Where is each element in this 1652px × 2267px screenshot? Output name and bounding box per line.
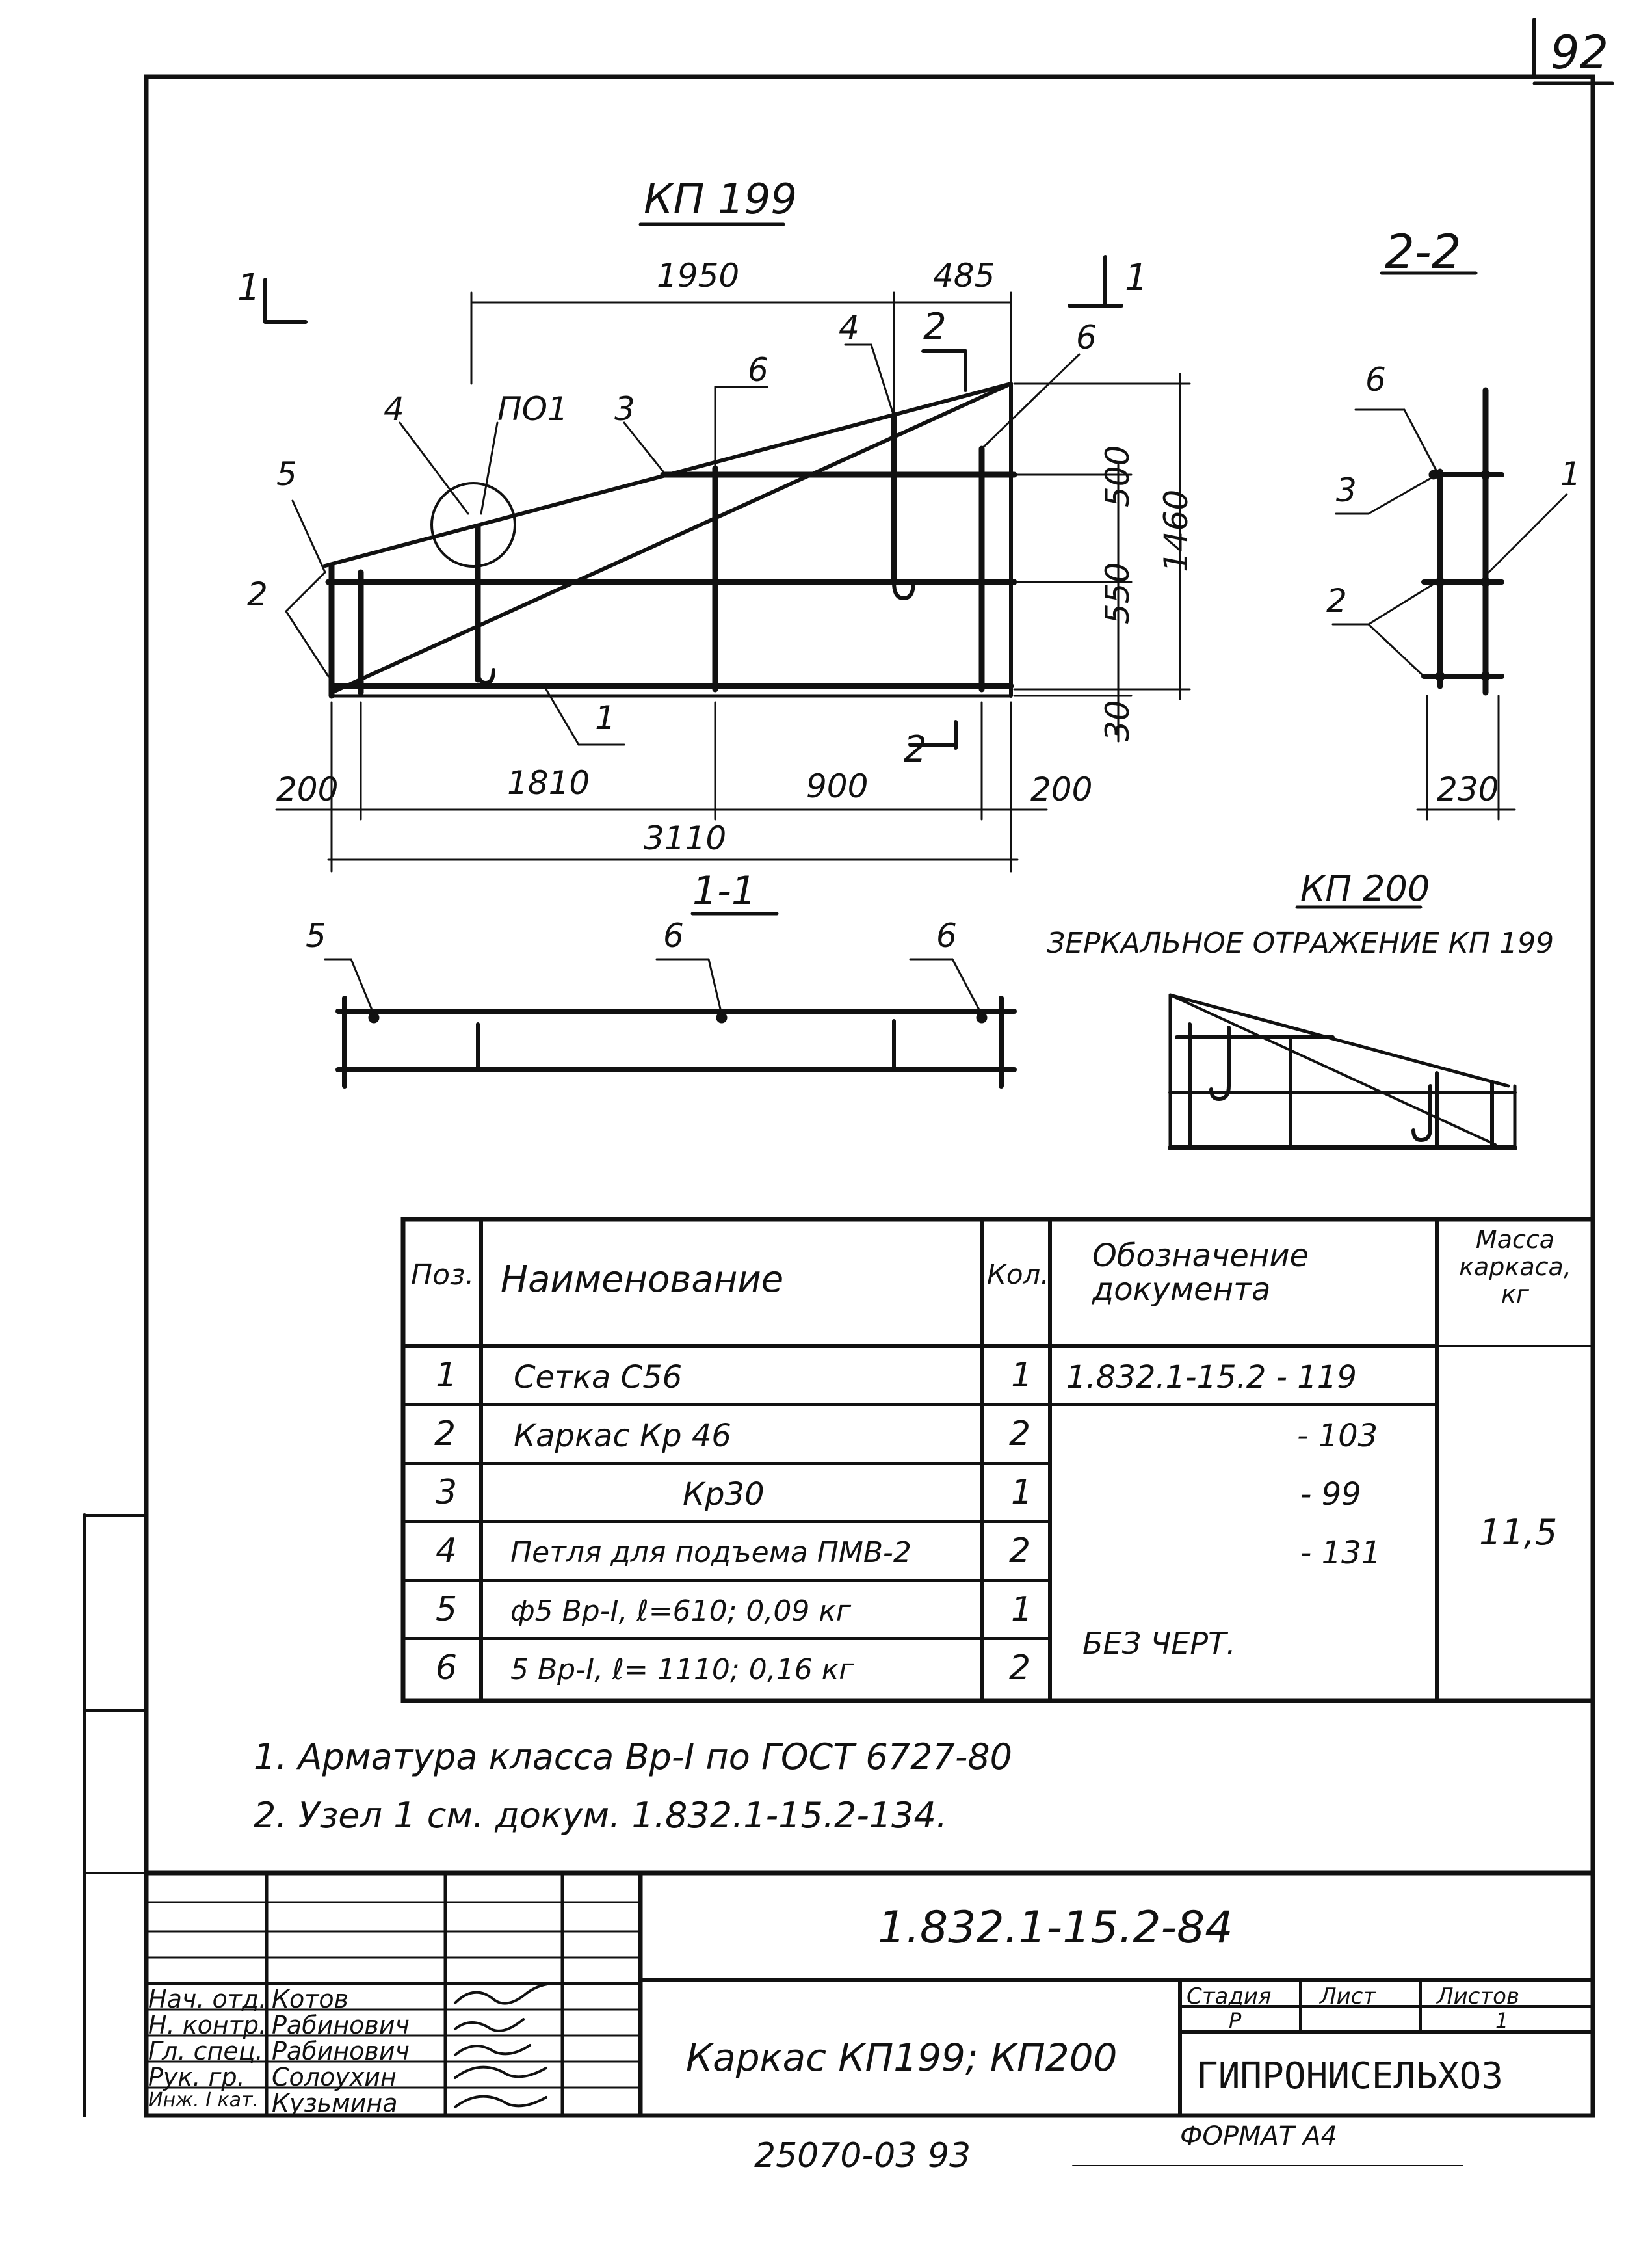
organization: ГИПРОНИСЕЛЬХОЗ	[1196, 2055, 1504, 2097]
dim-1810: 1810	[507, 764, 590, 802]
name-2: Рабинович	[272, 2011, 410, 2039]
name-1: Котов	[272, 1985, 349, 2013]
pos-mark-1-sec22: 1	[1560, 455, 1581, 493]
row2-doc: - 103	[1297, 1418, 1378, 1454]
th-doc: Обозначение документа	[1092, 1238, 1309, 1308]
row3-doc: - 99	[1300, 1476, 1361, 1513]
pos-mark-4-main: 4	[384, 390, 404, 428]
page-number: 92	[1551, 26, 1609, 79]
sheets-value: 1	[1495, 2008, 1509, 2033]
section-2-2-title: 2-2	[1385, 224, 1462, 279]
dim-200-right: 200	[1030, 771, 1093, 808]
th-name: Наименование	[501, 1258, 784, 1301]
name-4: Солоухин	[272, 2063, 397, 2091]
row2-qty: 2	[1009, 1414, 1031, 1453]
row3-name: Кр30	[683, 1476, 765, 1513]
role-4: Рук. гр.	[148, 2063, 245, 2091]
dim-485: 485	[933, 257, 995, 295]
th-mass: Масса каркаса, кг	[1459, 1225, 1571, 1308]
row4-name: Петля для подъема ПМВ-2	[510, 1536, 911, 1569]
dim-500: 500	[1099, 445, 1136, 507]
row2-pos: 2	[434, 1414, 456, 1453]
stage-label: Стадия	[1187, 1983, 1272, 2009]
sheet-frame	[144, 74, 1595, 2118]
row1-pos: 1	[436, 1356, 458, 1395]
node-label: ПО1	[497, 390, 568, 428]
pos-mark-3-sec22: 3	[1336, 471, 1357, 509]
row5-pos: 5	[436, 1590, 458, 1629]
stage-value: Р	[1229, 2008, 1242, 2033]
role-3: Гл. спец.	[148, 2037, 263, 2065]
row4-pos: 4	[436, 1531, 458, 1571]
dim-200-left: 200	[276, 771, 339, 808]
doc-code: 1.832.1-15.2-84	[878, 1902, 1233, 1954]
row5-name: ф5 Вр-I, ℓ=610; 0,09 кг	[510, 1595, 852, 1628]
pos-mark-6-sec11-right: 6	[936, 917, 957, 955]
drawing-name: Каркас КП199; КП200	[686, 2035, 1118, 2080]
note-2: 2. Узел 1 см. докум. 1.832.1-15.2-134.	[254, 1795, 948, 1836]
pos-mark-5-main: 5	[276, 455, 297, 493]
section-mark-2-bottom: 2	[904, 728, 927, 771]
kp200-title: КП 200	[1300, 868, 1430, 909]
pos-mark-6-right: 6	[1076, 319, 1097, 356]
th-pos: Поз.	[411, 1258, 475, 1292]
doc-without-drawing: БЕЗ ЧЕРТ.	[1082, 1626, 1236, 1661]
row2-name: Каркас Кр 46	[514, 1418, 731, 1454]
pos-mark-6-sec22: 6	[1365, 361, 1386, 399]
kp200-subtitle: ЗЕРКАЛЬНОЕ ОТРАЖЕНИЕ КП 199	[1047, 927, 1554, 960]
archive-number: 25070-03 93	[754, 2136, 971, 2175]
role-2: Н. контр.	[148, 2011, 267, 2039]
row5-qty: 1	[1011, 1590, 1033, 1629]
sheet-label: Лист	[1320, 1983, 1376, 2009]
note-1: 1. Арматура класса Вр-I по ГОСТ 6727-80	[254, 1736, 1013, 1777]
pos-mark-4-right: 4	[839, 309, 859, 347]
row3-qty: 1	[1011, 1473, 1033, 1512]
row1-doc: 1.832.1-15.2 - 119	[1066, 1359, 1357, 1396]
th-qty: Кол.	[987, 1258, 1049, 1290]
section-mark-2-top: 2	[923, 306, 947, 348]
section-1-1-title: 1-1	[692, 868, 756, 914]
dim-900: 900	[806, 767, 869, 805]
row1-name: Сетка С56	[514, 1359, 683, 1396]
pos-mark-2-main: 2	[247, 576, 268, 613]
drawing-title: КП 199	[644, 176, 798, 224]
pos-mark-6-main: 6	[748, 351, 768, 389]
row1-qty: 1	[1011, 1356, 1033, 1395]
row6-name: 5 Вр-I, ℓ= 1110; 0,16 кг	[510, 1653, 854, 1686]
dim-550: 550	[1099, 562, 1136, 624]
role-1: Нач. отд.	[148, 1985, 267, 2013]
row4-qty: 2	[1009, 1531, 1031, 1571]
dim-30: 30	[1099, 700, 1136, 741]
sheets-label: Листов	[1437, 1983, 1520, 2009]
role-5: Инж. I кат.	[148, 2089, 259, 2112]
dim-3110: 3110	[644, 819, 727, 857]
name-5: Кузьмина	[272, 2089, 398, 2117]
row3-pos: 3	[436, 1473, 458, 1512]
pos-mark-2-sec22: 2	[1326, 582, 1347, 620]
row6-pos: 6	[436, 1649, 458, 1688]
dim-1460: 1460	[1157, 489, 1195, 572]
format-label: ФОРМАТ А4	[1180, 2121, 1337, 2151]
pos-mark-1-main: 1	[595, 699, 616, 737]
mass-value: 11,5	[1479, 1512, 1558, 1553]
dim-1950: 1950	[657, 257, 740, 295]
name-3: Рабинович	[272, 2037, 410, 2065]
pos-mark-3-main: 3	[614, 390, 635, 428]
pos-mark-6-sec11-mid: 6	[663, 917, 684, 955]
pos-mark-5-sec11: 5	[306, 917, 326, 955]
section-mark-left: 1	[237, 267, 261, 309]
dim-230: 230	[1437, 771, 1499, 808]
section-mark-right: 1	[1125, 257, 1148, 299]
row4-doc: - 131	[1300, 1535, 1382, 1571]
row6-qty: 2	[1009, 1649, 1031, 1688]
